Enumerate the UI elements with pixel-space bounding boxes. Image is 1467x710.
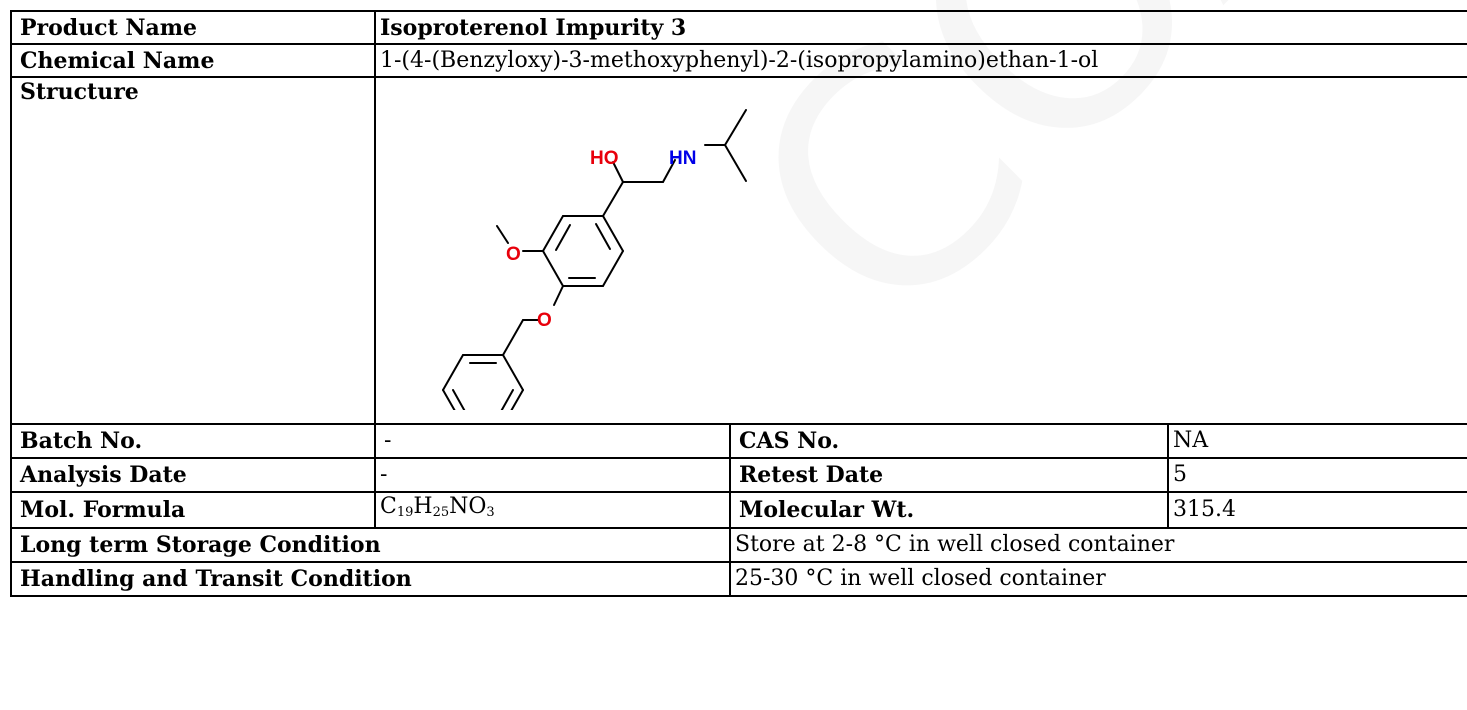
mol-weight-label: Molecular Wt. — [729, 491, 1169, 529]
chemical-structure-diagram: HO HN O O — [442, 109, 747, 410]
atom-hn: HN — [669, 148, 696, 169]
row-product-name: Product Name Isoproterenol Impurity 3 — [10, 10, 1467, 45]
formula-n: N — [449, 494, 469, 519]
structure-label: Structure — [10, 76, 376, 425]
formula-o-count: 3 — [486, 505, 495, 520]
cas-label: CAS No. — [729, 423, 1169, 459]
retest-date-value: 5 — [1166, 457, 1467, 493]
row-structure: Structure — [10, 76, 1467, 425]
batch-value: - — [374, 423, 731, 459]
chemical-name-label: Chemical Name — [10, 43, 376, 78]
handling-label: Handling and Transit Condition — [10, 561, 731, 597]
product-info-table: Product Name Isoproterenol Impurity 3 Ch… — [10, 10, 1467, 597]
retest-date-label: Retest Date — [729, 457, 1169, 493]
structure-cell: HO HN O O — [373, 76, 1467, 425]
formula-c-count: 19 — [396, 505, 414, 520]
atom-o-benzyl: O — [537, 310, 552, 331]
row-formula: Mol. Formula C19H25NO3 Molecular Wt. 315… — [10, 491, 1467, 529]
structure-image: HO HN O O — [380, 79, 1465, 422]
formula-h-count: 25 — [432, 505, 450, 520]
row-chemical-name: Chemical Name 1-(4-(Benzyloxy)-3-methoxy… — [10, 43, 1467, 78]
row-batch: Batch No. - CAS No. NA — [10, 423, 1467, 459]
row-storage: Long term Storage Condition Store at 2-8… — [10, 527, 1467, 563]
batch-label: Batch No. — [10, 423, 376, 459]
formula-c: C — [380, 494, 397, 519]
coa-sheet: Product Name Isoproterenol Impurity 3 Ch… — [10, 10, 1467, 710]
atom-o-methoxy: O — [506, 244, 521, 265]
mol-formula-value: C19H25NO3 — [374, 491, 731, 529]
cas-value: NA — [1166, 423, 1467, 459]
atom-ho: HO — [590, 148, 619, 169]
formula-h: H — [413, 494, 433, 519]
row-handling: Handling and Transit Condition 25-30 °C … — [10, 561, 1467, 597]
analysis-date-label: Analysis Date — [10, 457, 376, 493]
mol-formula-label: Mol. Formula — [10, 491, 376, 529]
storage-label: Long term Storage Condition — [10, 527, 731, 563]
chemical-name-value: 1-(4-(Benzyloxy)-3-methoxyphenyl)-2-(iso… — [373, 43, 1467, 78]
mol-weight-value: 315.4 — [1166, 491, 1467, 529]
product-name-value: Isoproterenol Impurity 3 — [373, 10, 1467, 45]
formula-o: O — [468, 494, 487, 519]
storage-value: Store at 2-8 °C in well closed container — [728, 527, 1467, 563]
analysis-date-value: - — [374, 457, 731, 493]
row-analysis: Analysis Date - Retest Date 5 — [10, 457, 1467, 493]
handling-value: 25-30 °C in well closed container — [728, 561, 1467, 597]
product-name-label: Product Name — [10, 10, 376, 45]
